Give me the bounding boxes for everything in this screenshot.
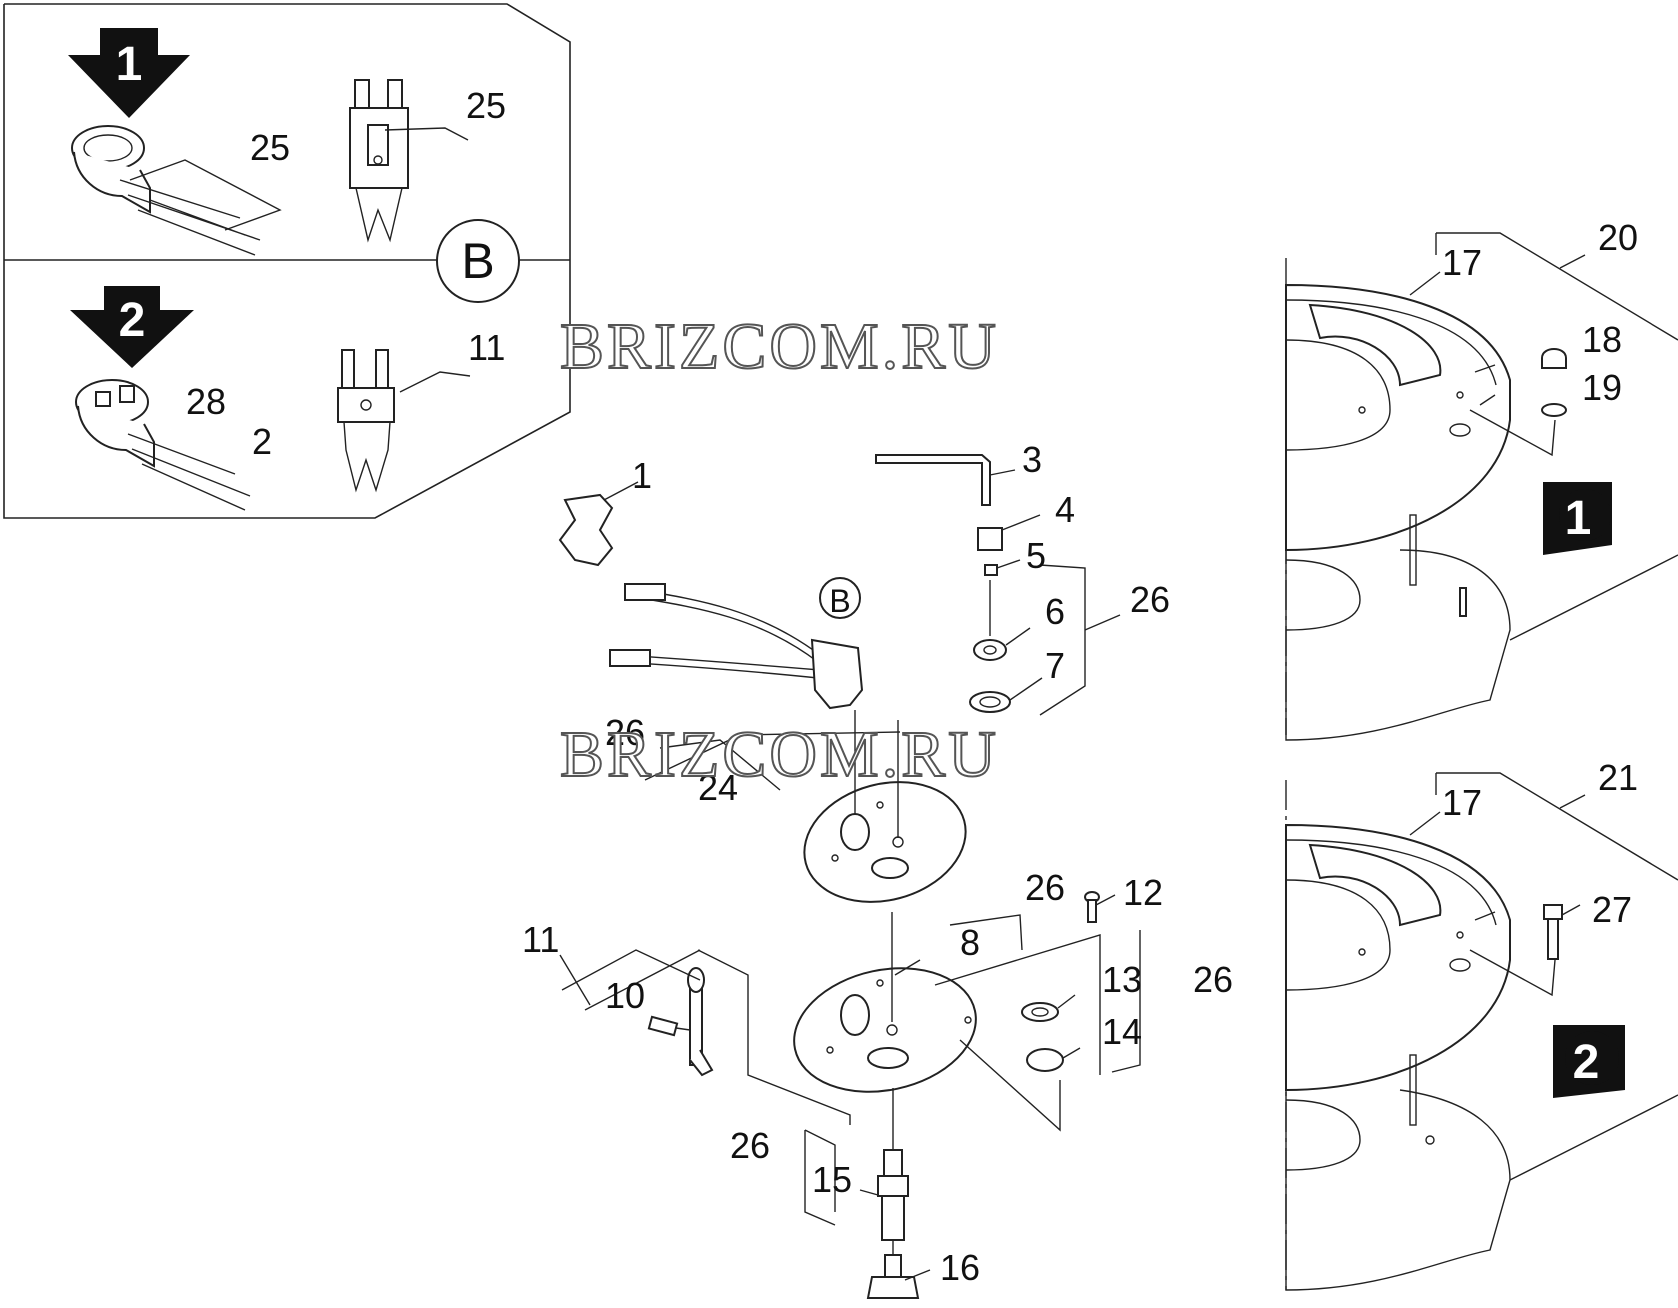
ignition-electrode-2 xyxy=(337,349,395,493)
label-17-a: 17 xyxy=(1442,242,1482,283)
label-21: 21 xyxy=(1598,757,1638,798)
detail-b-marker: B xyxy=(436,219,520,303)
label-25-b: 25 xyxy=(466,85,506,126)
label-6: 6 xyxy=(1045,591,1065,632)
label-1: 1 xyxy=(632,455,652,496)
label-7: 7 xyxy=(1045,645,1065,686)
electrode-part-10-11 xyxy=(647,967,714,1077)
inset-panel: 1 2 B xyxy=(3,3,571,519)
label-10: 10 xyxy=(605,975,645,1016)
burner-housing-1: 1 xyxy=(1285,232,1678,741)
part-labels: 25 25 28 2 11 1 3 4 5 6 7 26 26 24 26 12… xyxy=(186,85,1638,1288)
washer-part-7 xyxy=(969,677,1043,713)
detail-b-letter-small: B xyxy=(829,583,850,619)
label-16: 16 xyxy=(940,1247,980,1288)
label-20: 20 xyxy=(1598,217,1638,258)
bracket-part-1 xyxy=(558,481,639,567)
label-26-a: 26 xyxy=(1130,579,1170,620)
housing-1-variant-number: 1 xyxy=(1565,492,1592,545)
label-3: 3 xyxy=(1022,439,1042,480)
bolt-part-16 xyxy=(866,1240,931,1299)
ignition-cable-b: B xyxy=(609,577,864,710)
sleeve-part-15 xyxy=(859,1149,909,1241)
label-12: 12 xyxy=(1123,872,1163,913)
screw-part-12 xyxy=(1084,891,1116,923)
watermark-top: BRIZCOM.RU xyxy=(560,310,999,383)
lock-washer-part-13 xyxy=(1021,994,1076,1022)
label-15: 15 xyxy=(812,1159,852,1200)
ignition-connector-2 xyxy=(75,379,251,511)
label-11-inset: 11 xyxy=(468,327,505,368)
label-18: 18 xyxy=(1582,319,1622,360)
label-26-e: 26 xyxy=(730,1125,770,1166)
fuel-tube-3 xyxy=(875,454,1016,506)
variant-1-number: 1 xyxy=(116,38,143,91)
label-4: 4 xyxy=(1055,489,1075,530)
housing-2-variant-marker: 2 xyxy=(1553,1025,1625,1098)
label-26-d: 26 xyxy=(1193,959,1233,1000)
label-13: 13 xyxy=(1102,959,1142,1000)
label-27: 27 xyxy=(1592,889,1632,930)
nut-part-6 xyxy=(973,627,1031,661)
label-26-b: 26 xyxy=(605,712,645,753)
nut-part-4 xyxy=(977,514,1041,551)
label-25-a: 25 xyxy=(250,127,290,168)
watermark-middle: BRIZCOM.RU xyxy=(560,718,999,791)
ignition-connector-1 xyxy=(71,125,261,256)
housing-2-variant-number: 2 xyxy=(1573,1036,1600,1089)
plate-part-8 xyxy=(793,912,977,1150)
nozzle-part-5 xyxy=(984,559,1021,576)
cap-part-14 xyxy=(959,1039,1081,1132)
variant-1-arrow: 1 xyxy=(68,28,190,118)
plate-part-24 xyxy=(803,710,967,903)
label-2: 2 xyxy=(252,421,272,462)
burner-housing-2: 2 xyxy=(1285,772,1678,1291)
label-5: 5 xyxy=(1026,535,1046,576)
variant-2-arrow: 2 xyxy=(70,286,194,368)
label-28: 28 xyxy=(186,381,226,422)
label-8: 8 xyxy=(960,922,980,963)
ignition-electrode-1 xyxy=(349,79,409,243)
label-11: 11 xyxy=(522,919,559,960)
label-26-c: 26 xyxy=(1025,867,1065,908)
housing-1-variant-marker: 1 xyxy=(1543,482,1612,555)
variant-2-number: 2 xyxy=(119,294,146,347)
central-assembly: B xyxy=(558,454,1141,1299)
detail-b-letter: B xyxy=(461,233,494,289)
label-24: 24 xyxy=(698,767,738,808)
label-17-b: 17 xyxy=(1442,782,1482,823)
label-14: 14 xyxy=(1102,1011,1142,1052)
label-19: 19 xyxy=(1582,367,1622,408)
